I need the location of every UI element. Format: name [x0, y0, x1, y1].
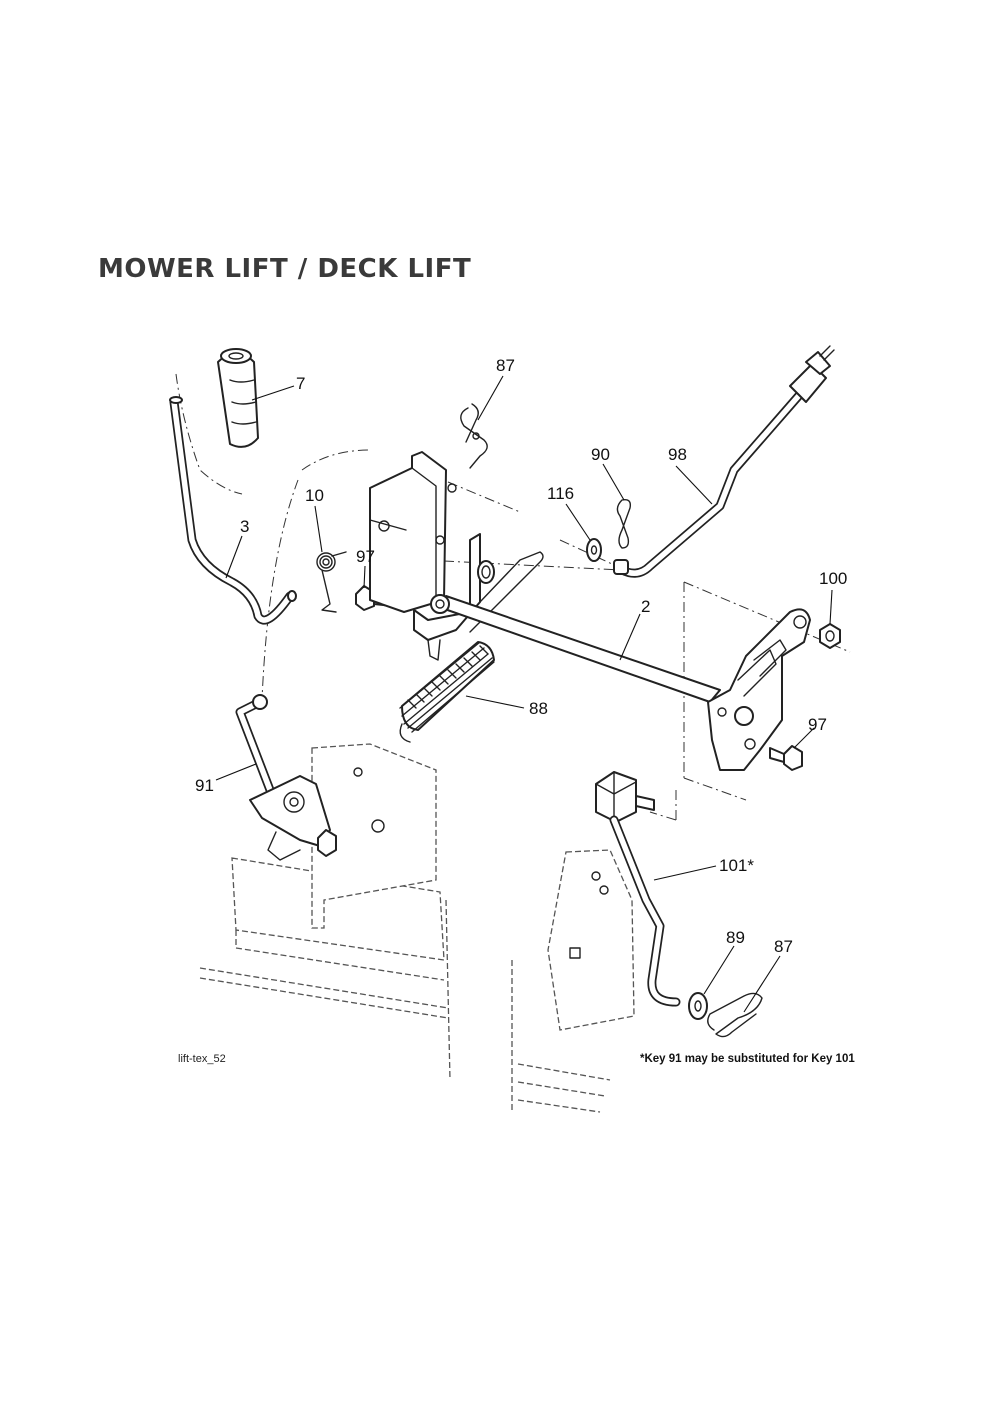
- callout-101: 101*: [719, 856, 754, 875]
- callout-90: 90: [591, 445, 610, 464]
- lift-handle-part-3[interactable]: [169, 396, 297, 625]
- lift-rod-part-98[interactable]: [613, 345, 835, 578]
- lift-link-part-101[interactable]: [595, 771, 681, 1007]
- figure-reference: lift-tex_52: [178, 1053, 226, 1065]
- hairpin-clip-part-87-top[interactable]: [460, 403, 488, 469]
- extension-spring-part-88[interactable]: [399, 551, 544, 743]
- mower-deck: [199, 743, 635, 1113]
- callout-2: 2: [641, 597, 650, 616]
- leader-lines: [215, 375, 833, 1013]
- right-lift-arm: [707, 608, 811, 771]
- callouts: 7 87 10 3 97 90 98 116 2 100 88 97 91 10…: [195, 356, 847, 956]
- page-title: MOWER LIFT / DECK LIFT: [98, 254, 472, 284]
- callout-91: 91: [195, 776, 214, 795]
- callout-98: 98: [668, 445, 687, 464]
- mounting-bracket: [369, 451, 495, 661]
- washer-part-89[interactable]: [688, 992, 708, 1020]
- callout-87-bottom: 87: [774, 937, 793, 956]
- nut-part-100[interactable]: [819, 623, 841, 649]
- spring-coils: [399, 641, 495, 733]
- lift-link-part-91[interactable]: [235, 694, 337, 861]
- grip-part-7[interactable]: [217, 348, 259, 448]
- callout-3: 3: [240, 517, 249, 536]
- callout-87-top: 87: [496, 356, 515, 375]
- callout-97-right: 97: [808, 715, 827, 734]
- hairpin-clip-part-87-bottom[interactable]: [707, 992, 763, 1038]
- callout-116: 116: [547, 484, 574, 503]
- callout-7: 7: [296, 374, 305, 393]
- torsion-spring-part-10[interactable]: [316, 551, 347, 613]
- callout-100: 100: [819, 569, 847, 588]
- callout-10: 10: [305, 486, 324, 505]
- callout-89: 89: [726, 928, 745, 947]
- footnote: *Key 91 may be substituted for Key 101: [640, 1053, 855, 1065]
- washer-part-116[interactable]: [586, 538, 602, 562]
- bolt-part-97-right[interactable]: [769, 745, 803, 771]
- cross-shaft-part-2[interactable]: [430, 594, 721, 703]
- clip-part-90[interactable]: [616, 498, 632, 549]
- callout-97-left: 97: [356, 547, 375, 566]
- callout-88: 88: [529, 699, 548, 718]
